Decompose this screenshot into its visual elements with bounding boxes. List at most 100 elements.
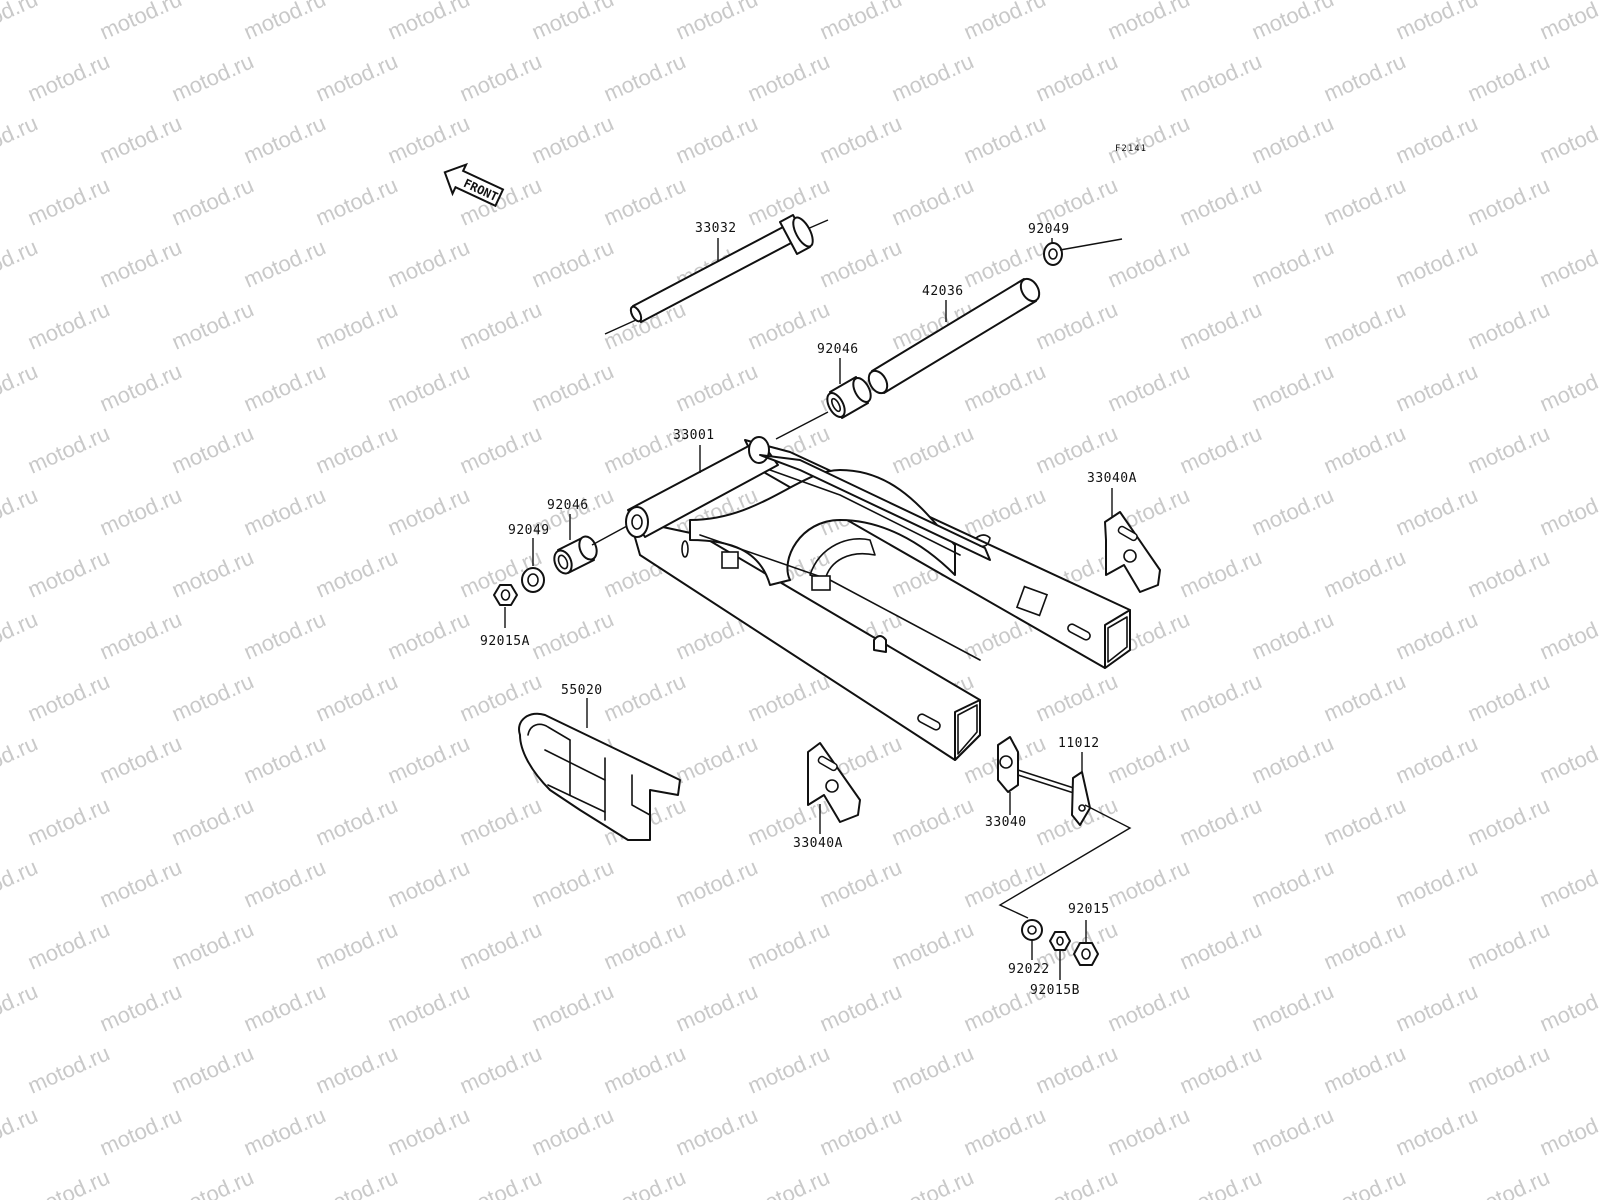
- part-label-92046-left: 92046: [547, 498, 589, 513]
- watermark-text: motod.ru: [0, 606, 41, 664]
- watermark-text: motod.ru: [960, 110, 1049, 168]
- watermark-text: motod.ru: [744, 916, 833, 974]
- watermark-text: motod.ru: [528, 110, 617, 168]
- watermark-text: motod.ru: [1104, 0, 1193, 45]
- watermark-text: motod.ru: [1392, 482, 1481, 540]
- watermark-text: motod.ru: [96, 606, 185, 664]
- watermark-text: motod.ru: [1320, 916, 1409, 974]
- watermark-text: motod.ru: [1536, 482, 1600, 540]
- adjuster-plate-left-drawing: [807, 742, 861, 834]
- watermark-text: motod.ru: [312, 420, 401, 478]
- watermark-text: motod.ru: [312, 296, 401, 354]
- watermark-text: motod.ru: [96, 854, 185, 912]
- watermark-text: motod.ru: [528, 358, 617, 416]
- watermark-text: motod.ru: [384, 606, 473, 664]
- watermark-text: motod.ru: [0, 110, 41, 168]
- watermark-text: motod.ru: [1536, 358, 1600, 416]
- watermark-text: motod.ru: [1248, 234, 1337, 292]
- watermark-text: motod.ru: [312, 1164, 401, 1200]
- watermark-text: motod.ru: [888, 792, 977, 850]
- watermark-text: motod.ru: [168, 1164, 257, 1200]
- watermark-text: motod.ru: [1536, 854, 1600, 912]
- watermark-text: motod.ru: [1392, 730, 1481, 788]
- watermark-text: motod.ru: [384, 110, 473, 168]
- watermark-text: motod.ru: [1464, 172, 1553, 230]
- watermark-text: motod.ru: [240, 1102, 329, 1160]
- part-label-33001: 33001: [673, 428, 715, 443]
- watermark-text: motod.ru: [1248, 978, 1337, 1036]
- watermark-text: motod.ru: [96, 0, 185, 45]
- watermark-text: motod.ru: [384, 358, 473, 416]
- watermark-text: motod.ru: [600, 668, 689, 726]
- watermark-text: motod.ru: [1248, 1102, 1337, 1160]
- watermark-text: motod.ru: [0, 978, 41, 1036]
- watermark-text: motod.ru: [96, 978, 185, 1036]
- watermark-text: motod.ru: [384, 730, 473, 788]
- watermark-text: motod.ru: [24, 1040, 113, 1098]
- part-label-42036: 42036: [922, 284, 964, 299]
- watermark-text: motod.ru: [816, 1102, 905, 1160]
- watermark-text: motod.ru: [456, 916, 545, 974]
- watermark-text: motod.ru: [816, 854, 905, 912]
- watermark-text: motod.ru: [1392, 854, 1481, 912]
- watermark-text: motod.ru: [1320, 296, 1409, 354]
- seal-left-drawing: [521, 538, 545, 593]
- watermark-text: motod.ru: [1536, 110, 1600, 168]
- watermark-text: motod.ru: [384, 482, 473, 540]
- watermark-text: motod.ru: [1464, 296, 1553, 354]
- watermark-text: motod.ru: [312, 916, 401, 974]
- watermark-text: motod.ru: [1536, 1102, 1600, 1160]
- watermark-text: motod.ru: [1104, 978, 1193, 1036]
- watermark-text: motod.ru: [24, 544, 113, 602]
- watermark-text: motod.ru: [240, 482, 329, 540]
- watermark-text: motod.ru: [600, 48, 689, 106]
- watermark-text: motod.ru: [24, 792, 113, 850]
- washer-drawing: [1021, 919, 1043, 960]
- adjuster-bracket-drawing: [998, 752, 1132, 919]
- watermark-text: motod.ru: [888, 48, 977, 106]
- watermark-text: motod.ru: [1320, 48, 1409, 106]
- watermark-text: motod.ru: [960, 1102, 1049, 1160]
- part-label-33040A-right: 33040A: [1087, 471, 1137, 486]
- watermark-text: motod.ru: [744, 48, 833, 106]
- watermark-text: motod.ru: [456, 792, 545, 850]
- watermark-text: motod.ru: [24, 916, 113, 974]
- watermark-text: motod.ru: [744, 668, 833, 726]
- watermark-text: motod.ru: [456, 296, 545, 354]
- watermark-text: motod.ru: [168, 544, 257, 602]
- watermark-text: motod.ru: [168, 172, 257, 230]
- watermark-text: motod.ru: [456, 48, 545, 106]
- watermark-text: motod.ru: [1104, 358, 1193, 416]
- watermark-text: motod.ru: [816, 110, 905, 168]
- watermark-text: motod.ru: [960, 0, 1049, 45]
- watermark-text: motod.ru: [456, 420, 545, 478]
- watermark-text: motod.ru: [1464, 792, 1553, 850]
- watermark-text: motod.ru: [0, 730, 41, 788]
- locknut-drawing: [1049, 931, 1071, 980]
- watermark-text: motod.ru: [1032, 668, 1121, 726]
- watermark-text: motod.ru: [960, 482, 1049, 540]
- watermark-text: motod.ru: [1176, 420, 1265, 478]
- watermark-text: motod.ru: [744, 1164, 833, 1200]
- watermark-text: motod.ru: [1032, 1040, 1121, 1098]
- watermark-text: motod.ru: [1464, 420, 1553, 478]
- watermark-text: motod.ru: [24, 668, 113, 726]
- watermark-text: motod.ru: [1176, 544, 1265, 602]
- watermark-text: motod.ru: [456, 1164, 545, 1200]
- watermark-text: motod.ru: [312, 172, 401, 230]
- watermark-text: motod.ru: [240, 234, 329, 292]
- watermark-text: motod.ru: [1104, 234, 1193, 292]
- watermark-text: motod.ru: [1248, 854, 1337, 912]
- watermark-text: motod.ru: [1176, 668, 1265, 726]
- watermark-text: motod.ru: [1320, 420, 1409, 478]
- watermark-text: motod.ru: [96, 730, 185, 788]
- figure-code: F2141: [1115, 144, 1147, 154]
- watermark-text: motod.ru: [1176, 916, 1265, 974]
- watermark-text: motod.ru: [1032, 420, 1121, 478]
- part-label-33040: 33040: [985, 815, 1027, 830]
- watermark-text: motod.ru: [24, 296, 113, 354]
- watermark-text: motod.ru: [1320, 544, 1409, 602]
- watermark-text: motod.ru: [168, 916, 257, 974]
- watermark-text: motod.ru: [1464, 1164, 1553, 1200]
- watermark-text: motod.ru: [168, 296, 257, 354]
